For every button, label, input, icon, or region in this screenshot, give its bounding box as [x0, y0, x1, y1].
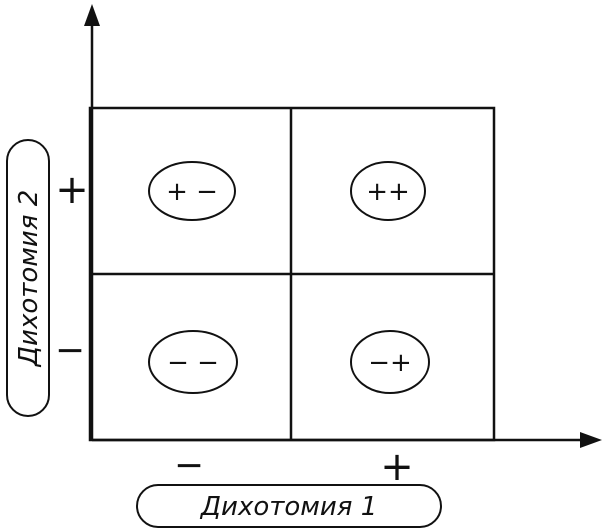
x-axis-label-capsule — [136, 484, 442, 528]
y-axis — [84, 4, 100, 440]
quadrant-bottom-left-label: − − — [167, 348, 219, 378]
x-tick-minus: − — [174, 445, 204, 486]
y-axis-label-capsule — [6, 139, 50, 417]
x-tick-plus: + — [380, 444, 414, 490]
y-axis-arrowhead-icon — [84, 4, 100, 26]
quadrant-bottom-right: −+ — [350, 330, 430, 394]
y-tick-plus: + — [55, 167, 89, 213]
quadrant-top-right-oval — [350, 161, 426, 221]
quadrant-top-left-oval — [148, 161, 236, 221]
y-axis-label-text: Дихотомия 2 — [14, 190, 44, 368]
y-tick-minus: − — [55, 330, 85, 371]
quadrant-bottom-right-oval — [350, 330, 430, 394]
x-axis-arrowhead-icon — [580, 432, 602, 448]
quadrant-bottom-left-oval — [148, 330, 238, 394]
quadrant-bottom-left: − − — [148, 330, 238, 394]
y-axis-label: Дихотомия 2 — [6, 139, 50, 417]
quadrant-top-right-label: ++ — [366, 177, 410, 207]
quadrant-top-left-label: + − — [166, 177, 218, 207]
x-axis-label: Дихотомия 1 — [136, 484, 442, 528]
quadrant-top-right: ++ — [350, 161, 426, 221]
x-axis-label-text: Дихотомия 1 — [200, 492, 378, 522]
quadrant-top-left: + − — [148, 161, 236, 221]
quadrant-bottom-right-label: −+ — [368, 348, 412, 378]
